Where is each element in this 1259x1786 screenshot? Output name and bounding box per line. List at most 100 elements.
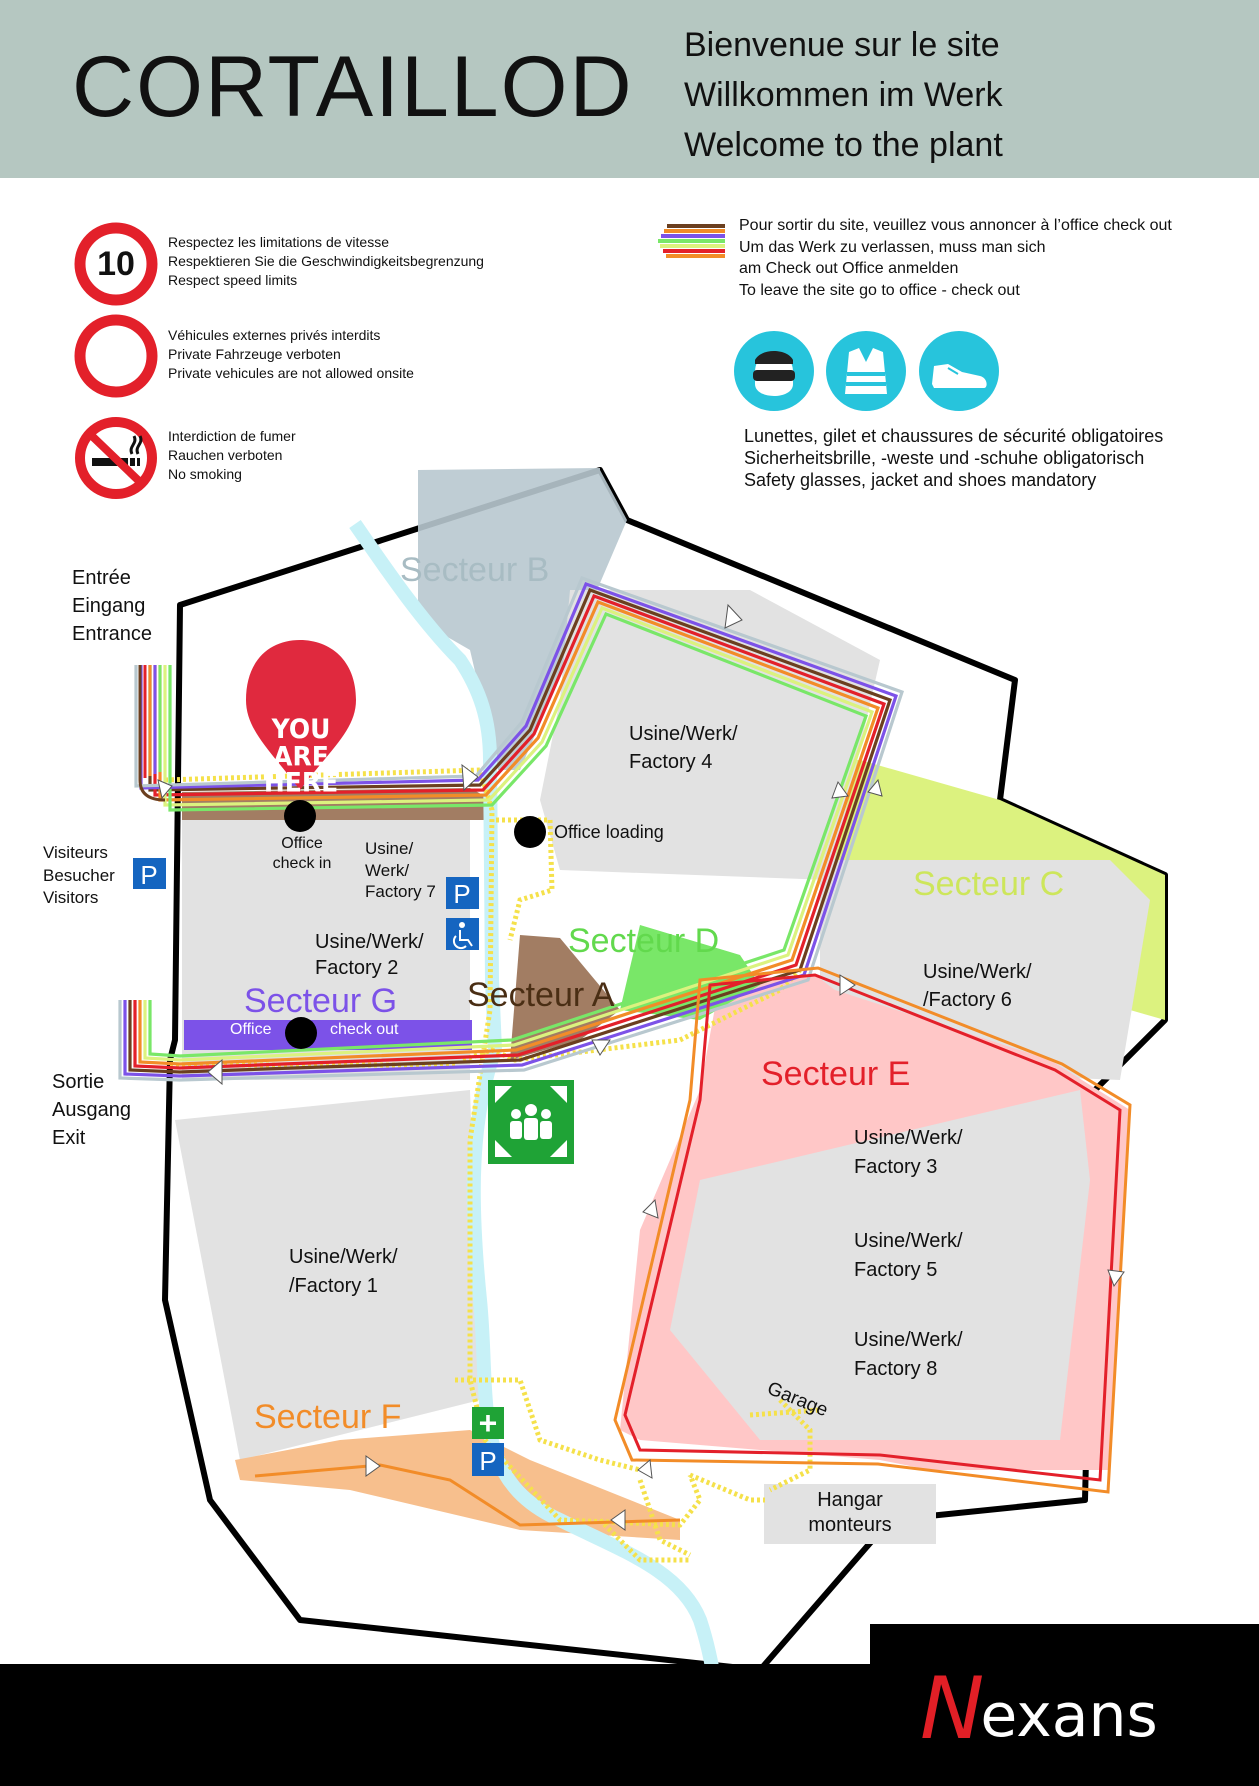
factory-7-line: Factory 7 — [365, 882, 436, 901]
checkout-line: To leave the site go to office - check o… — [739, 281, 1020, 299]
nexans-logo: N exans — [920, 1652, 1158, 1752]
office-loading-label: Office loading — [554, 822, 664, 842]
checkout-notice: Pour sortir du site, veuillez vous annon… — [739, 215, 1259, 301]
factory-5-line: Usine/Werk/ — [854, 1230, 963, 1252]
header-banner — [0, 0, 1259, 178]
ppe-text: Lunettes, gilet et chaussures de sécurit… — [744, 425, 1244, 491]
entrance-route-stub — [138, 665, 166, 802]
parking-icon — [446, 877, 479, 909]
rule-line: Respektieren Sie die Geschwindigkeitsbeg… — [168, 253, 484, 269]
river — [349, 520, 727, 1721]
office-check-in-label: Office check in — [270, 834, 334, 874]
exit-label: Sortie Ausgang Exit — [52, 1068, 131, 1152]
visitors-de: Besucher — [43, 865, 115, 885]
nexans-logo-initial: N — [920, 1659, 984, 1759]
sector-c-label: Secteur C — [913, 865, 1065, 903]
no-smoking-icon — [75, 417, 157, 499]
exit-en: Exit — [52, 1127, 86, 1149]
entrance-label: Entrée Eingang Entrance — [72, 564, 152, 648]
exit-route-arrow-icon — [655, 224, 725, 260]
safety-shoe-icon — [919, 331, 999, 411]
factory-6-line: /Factory 6 — [923, 989, 1012, 1011]
office-check-in-line: Office — [281, 835, 323, 852]
safety-vest-icon — [826, 331, 906, 411]
here-label: HERE — [264, 768, 338, 799]
sector-f-label: Secteur F — [254, 1398, 402, 1436]
rule-line: No smoking — [168, 466, 242, 482]
rule-line: Interdiction de fumer — [168, 428, 296, 444]
safety-glasses-icon — [734, 331, 814, 411]
parking-letter: P — [453, 879, 470, 909]
checkout-line: Um das Werk zu verlassen, muss man sich — [739, 238, 1046, 256]
exit-fr: Sortie — [52, 1071, 105, 1093]
parking-f-letter: P — [479, 1446, 496, 1476]
sector-d-label: Secteur D — [568, 922, 720, 960]
factory-2-line: Usine/Werk/ — [315, 931, 424, 953]
rule-line: Private Fahrzeuge verboten — [168, 346, 341, 362]
factory-7-line: Werk/ — [365, 860, 410, 880]
welcome-en: Welcome to the plant — [684, 126, 1003, 164]
no-vehicles-icon — [74, 314, 158, 398]
pedestrian-paths — [164, 767, 821, 1563]
nexans-logo-text: exans — [980, 1681, 1158, 1751]
factory-7-label: Usine/ Werk/ Factory 7 — [365, 838, 436, 903]
site-title: CORTAILLOD — [72, 39, 634, 135]
sector-b-area — [418, 468, 627, 770]
check-in-strip — [182, 788, 492, 820]
factory-3-line: Factory 3 — [854, 1156, 938, 1178]
factory-3-label: Usine/Werk/ Factory 3 — [854, 1124, 963, 1182]
first-aid-icon — [472, 1407, 504, 1439]
factory-3-line: Usine/Werk/ — [854, 1127, 963, 1149]
checkout-line: am Check out Office anmelden — [739, 260, 959, 277]
factory-6-line: Usine/Werk/ — [923, 961, 1032, 983]
checkout-line: Pour sortir du site, veuillez vous annon… — [739, 217, 1172, 234]
site-boundary — [162, 467, 1168, 1673]
sector-g-label: Secteur G — [244, 982, 398, 1020]
hangar-label: Hangar monteurs — [764, 1488, 936, 1538]
rule-line: Rauchen verboten — [168, 447, 283, 463]
speed-limit-value: 10 — [97, 245, 135, 283]
ppe-line: Safety glasses, jacket and shoes mandato… — [744, 470, 1097, 490]
parking-f-icon — [472, 1443, 504, 1476]
sector-e-label: Secteur E — [761, 1055, 911, 1093]
ppe-line: Sicherheitsbrille, -weste und -schuhe ob… — [744, 448, 1145, 468]
factory-7-line: Usine/ — [365, 839, 414, 858]
are-label: ARE — [273, 742, 329, 773]
hangar-line: monteurs — [808, 1514, 892, 1536]
wheelchair-body — [452, 930, 473, 950]
office-check-in-line: check in — [272, 855, 332, 872]
sector-a-label: Secteur A — [467, 976, 615, 1014]
office-check-out-label-1: Office — [230, 1021, 272, 1038]
factory-5-line: Factory 5 — [854, 1259, 938, 1281]
sector-b-label: Secteur B — [400, 551, 550, 589]
hangar-line: Hangar — [817, 1489, 883, 1511]
entrance-fr: Entrée — [72, 567, 131, 589]
rule-line: Respect speed limits — [168, 272, 298, 288]
accessible-parking-icon — [446, 918, 479, 950]
speed-limit-10-icon: 10 — [74, 222, 158, 306]
factory-6-label: Usine/Werk/ /Factory 6 — [923, 958, 1032, 1014]
visitors-en: Visitors — [43, 888, 99, 907]
sector-e-area — [620, 975, 1130, 1470]
factory-4-label: Usine/Werk/ Factory 4 — [629, 720, 738, 776]
visitors-label: Visiteurs Besucher Visitors — [43, 842, 115, 910]
visitor-parking-letter: P — [140, 860, 157, 890]
visitors-fr: Visiteurs — [43, 843, 108, 862]
factory-1-line: /Factory 1 — [289, 1275, 378, 1297]
footer-notch — [870, 1624, 1259, 1666]
factory-5-label: Usine/Werk/ Factory 5 — [854, 1227, 963, 1285]
factory-2-line: Factory 2 — [315, 957, 399, 979]
factory-8-line: Factory 8 — [854, 1358, 938, 1380]
visitor-parking-icon — [133, 858, 166, 889]
ppe-line: Lunettes, gilet et chaussures de sécurit… — [744, 426, 1164, 446]
rule-smoking-text: Interdiction de fumer Rauchen verboten N… — [168, 427, 568, 484]
rule-speed-text: Respectez les limitations de vitesse Res… — [168, 233, 568, 290]
welcome-de: Willkommen im Werk — [684, 76, 1003, 114]
sector-f-area — [235, 1430, 680, 1540]
assembly-point-icon — [488, 1080, 574, 1164]
office-check-out-marker — [285, 1017, 317, 1049]
rule-line: Private vehicules are not allowed onsite — [168, 365, 414, 381]
rule-line: Véhicules externes privés interdits — [168, 327, 381, 343]
footer-bar — [0, 1664, 1259, 1786]
exit-de: Ausgang — [52, 1099, 131, 1121]
